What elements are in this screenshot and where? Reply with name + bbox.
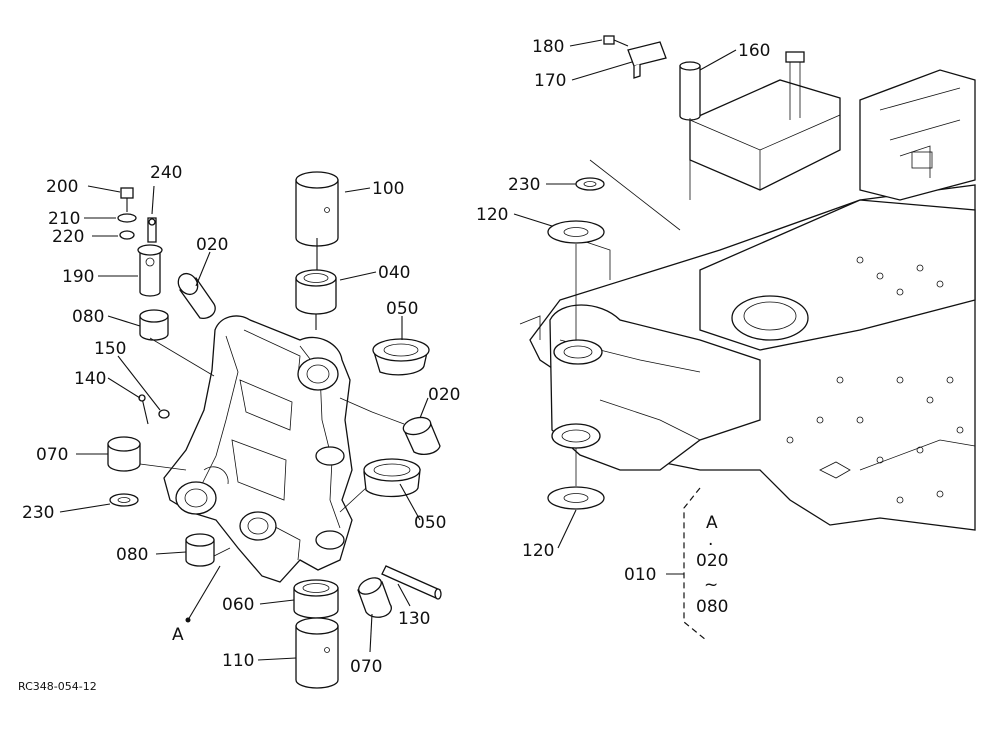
- drawing-code: RC348-054-12: [18, 680, 97, 693]
- callout-150: 150: [94, 339, 126, 359]
- bolt-180: [603, 35, 629, 47]
- callout-190: 190: [62, 267, 94, 287]
- bushing-070-left: [107, 436, 141, 472]
- callout-050-lower: 050: [414, 513, 446, 533]
- callout-160: 160: [738, 41, 770, 61]
- callout-210: 210: [48, 209, 80, 229]
- callout-040: 040: [378, 263, 410, 283]
- callout-010: 010: [624, 565, 656, 585]
- plate-170: [627, 41, 667, 79]
- swing-bracket-assembly: [163, 315, 353, 583]
- kit-line-020: 020: [696, 551, 728, 571]
- washer-230-right: [575, 177, 605, 191]
- kit-line-080: 080: [696, 597, 728, 617]
- callout-120-upper: 120: [476, 205, 508, 225]
- washer-230-left: [109, 493, 139, 507]
- callout-200: 200: [46, 177, 78, 197]
- bushing-050-lower: [363, 458, 421, 498]
- bushing-080-upper: [139, 309, 169, 341]
- callout-020-upper: 020: [196, 235, 228, 255]
- leader-lines-right: [513, 39, 737, 549]
- frame-assembly: [519, 51, 976, 531]
- pin-110: [295, 617, 339, 689]
- swing-opening: [731, 295, 809, 341]
- kit-line-tilde: ~: [704, 575, 718, 595]
- callout-110: 110: [222, 651, 254, 671]
- callout-180: 180: [532, 37, 564, 57]
- rod-130: [381, 565, 442, 600]
- callout-020-right: 020: [428, 385, 460, 405]
- lower-boss-left: [175, 481, 217, 515]
- pin-100: [295, 171, 339, 247]
- callout-230-right: 230: [508, 175, 540, 195]
- bushing-020-right: [402, 416, 441, 455]
- bushing-060: [293, 579, 339, 619]
- bushing-050-upper: [372, 338, 430, 376]
- kit-line-dot: ·: [708, 535, 713, 555]
- small-pin-140-150: [138, 394, 170, 425]
- callout-240: 240: [150, 163, 182, 183]
- bushing-080-lower: [185, 533, 215, 567]
- callout-070-left: 070: [36, 445, 68, 465]
- frame-lower-boss: [551, 423, 601, 449]
- frame-upper-boss: [553, 339, 603, 365]
- frame-holes: [786, 256, 964, 504]
- kit-line-a: A: [706, 513, 718, 533]
- bushing-070-lower: [357, 577, 392, 618]
- callout-060: 060: [222, 595, 254, 615]
- callout-ref-a: A: [172, 625, 184, 645]
- pin-160: [679, 61, 701, 121]
- callout-080-upper: 080: [72, 307, 104, 327]
- washer-120-lower: [547, 486, 605, 510]
- callout-100: 100: [372, 179, 404, 199]
- kit-bracket: [666, 487, 707, 641]
- callout-130: 130: [398, 609, 430, 629]
- callout-220: 220: [52, 227, 84, 247]
- callout-080-lower: 080: [116, 545, 148, 565]
- callout-labels: 200 240 210 220 020 190 080 150 140 070 …: [18, 37, 770, 693]
- fitting-group: [117, 187, 163, 297]
- lower-boss-right: [239, 511, 277, 541]
- upper-boss: [297, 357, 339, 391]
- callout-170: 170: [534, 71, 566, 91]
- callout-140: 140: [74, 369, 106, 389]
- washer-120-upper: [547, 220, 605, 244]
- bushing-020-upper: [177, 272, 216, 320]
- bushing-040: [295, 269, 337, 315]
- leader-lines-left: [59, 185, 429, 661]
- callout-050-upper: 050: [386, 299, 418, 319]
- callout-070-lower: 070: [350, 657, 382, 677]
- callout-230-left: 230: [22, 503, 54, 523]
- callout-120-lower: 120: [522, 541, 554, 561]
